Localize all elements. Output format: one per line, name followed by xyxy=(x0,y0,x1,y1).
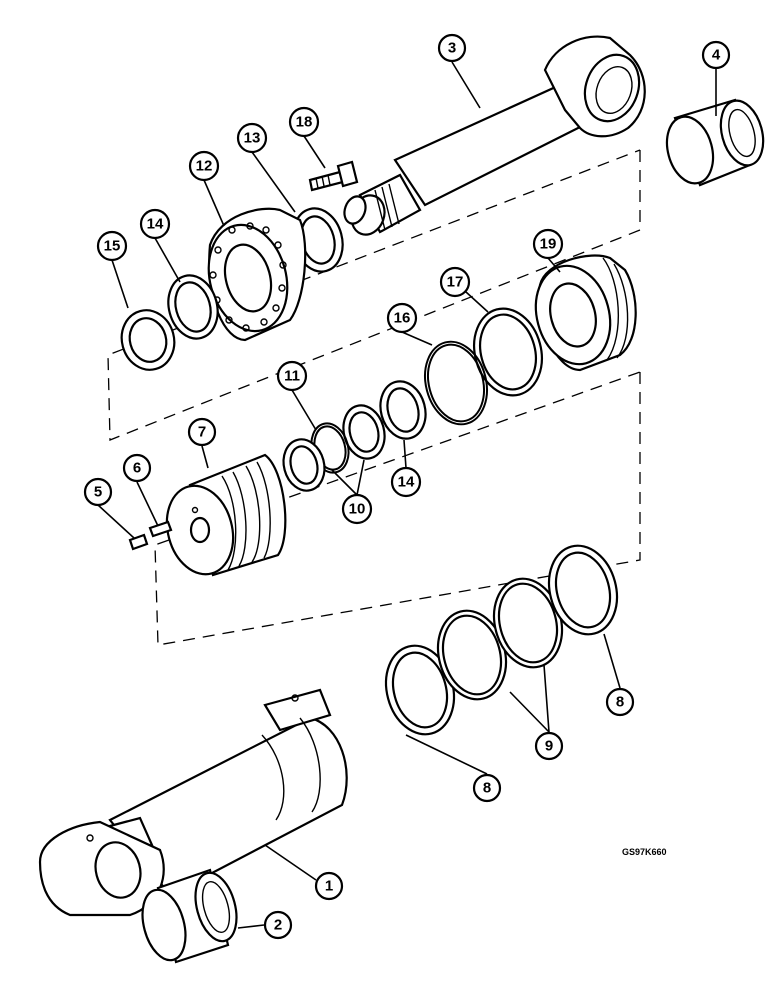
bushing-bottom-part xyxy=(141,868,238,964)
callout-5-label: 5 xyxy=(94,484,102,501)
callout-18-label: 18 xyxy=(296,114,313,131)
callout-16-label: 16 xyxy=(394,310,411,327)
callout-17: 17 xyxy=(439,266,471,298)
callout-14-lower: 14 xyxy=(390,466,422,498)
callout-7-label: 7 xyxy=(198,424,206,441)
callout-19: 19 xyxy=(532,228,564,260)
callout-1-label: 1 xyxy=(325,878,333,895)
o-ring-16-part xyxy=(424,340,488,426)
callout-8-lower-label: 8 xyxy=(483,780,491,797)
bolt-part xyxy=(308,160,359,192)
callout-13-label: 13 xyxy=(244,130,261,147)
rings-10-11-part xyxy=(282,404,386,492)
leader-lines xyxy=(97,61,717,929)
callout-8-right-label: 8 xyxy=(616,694,624,711)
piston-rod-part xyxy=(343,35,646,236)
callout-18: 18 xyxy=(288,106,320,138)
callout-7: 7 xyxy=(187,417,217,447)
bushing-top-part xyxy=(665,98,765,187)
callout-17-label: 17 xyxy=(447,274,464,291)
piston-rings-8-9-part xyxy=(384,544,619,736)
callout-3-label: 3 xyxy=(448,40,456,57)
callout-12: 12 xyxy=(188,150,220,182)
callout-11-label: 11 xyxy=(284,368,300,385)
callout-9: 9 xyxy=(534,731,564,761)
callout-10-label: 10 xyxy=(349,501,366,518)
gland-flange-part xyxy=(207,207,307,342)
piston-part xyxy=(165,453,287,577)
callout-4: 4 xyxy=(701,40,731,70)
callout-15-label: 15 xyxy=(104,238,121,255)
callout-15: 15 xyxy=(96,230,128,262)
callout-1: 1 xyxy=(314,871,344,901)
callout-11: 11 xyxy=(276,360,308,392)
set-screw-and-pin-part xyxy=(128,520,173,551)
callout-6: 6 xyxy=(122,453,152,483)
backup-ring-17-part xyxy=(473,307,543,397)
drawing-code: GS97K660 xyxy=(622,847,667,857)
callout-2: 2 xyxy=(263,910,293,940)
cylinder-barrel-part xyxy=(38,688,348,917)
callout-9-label: 9 xyxy=(545,738,553,755)
ring-14-top-part xyxy=(167,274,219,340)
callout-10: 10 xyxy=(341,493,373,525)
callout-12-label: 12 xyxy=(196,158,213,175)
callout-14-lower-label: 14 xyxy=(398,474,415,491)
callout-3: 3 xyxy=(437,33,467,63)
ring-14-lower-part xyxy=(379,380,427,440)
wiper-15-part xyxy=(120,309,176,371)
callout-2-label: 2 xyxy=(274,917,282,934)
callout-19-label: 19 xyxy=(540,236,557,253)
callout-8-lower: 8 xyxy=(472,773,502,803)
callout-13: 13 xyxy=(236,122,268,154)
callout-14-upper: 14 xyxy=(139,208,171,240)
callout-14-upper-label: 14 xyxy=(147,216,164,233)
cylinder-head-part xyxy=(534,254,637,372)
callout-4-label: 4 xyxy=(712,47,721,64)
callout-8-right: 8 xyxy=(605,687,635,717)
callout-16: 16 xyxy=(386,302,418,334)
callout-5: 5 xyxy=(83,477,113,507)
callout-6-label: 6 xyxy=(133,460,141,477)
